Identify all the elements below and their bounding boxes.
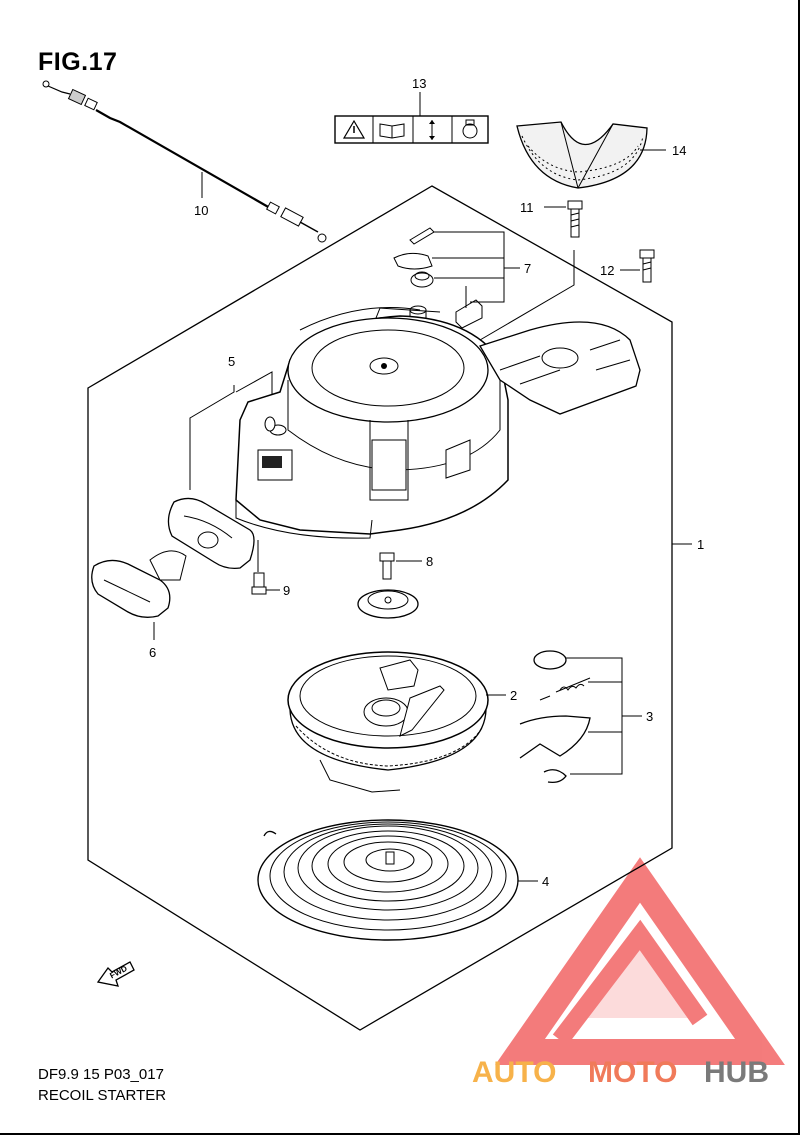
part-13-label-plate	[334, 115, 489, 144]
callout-13: 13	[412, 76, 426, 91]
watermark-text-hub: HUB	[704, 1056, 769, 1089]
callout-6: 6	[149, 645, 156, 660]
figure-name: RECOIL STARTER	[38, 1087, 167, 1104]
part-10-cable	[42, 80, 327, 243]
fwd-arrow-icon: FWD	[96, 961, 135, 987]
callout-1: 1	[697, 537, 704, 552]
watermark-logo	[495, 857, 785, 1065]
part-9-bolt	[251, 572, 267, 595]
figure-code: DF9.9 15 P03_017	[38, 1066, 164, 1083]
callout-7: 7	[524, 261, 531, 276]
callout-8: 8	[426, 554, 433, 569]
callout-12: 12	[600, 263, 614, 278]
part-14-segment-mat	[516, 121, 648, 189]
callout-14: 14	[672, 143, 686, 158]
callout-10: 10	[194, 203, 208, 218]
recoil-starter-housing	[235, 307, 509, 539]
assembly-outline	[87, 185, 673, 1031]
figure-title: FIG.17	[38, 48, 118, 76]
pulley-cap	[357, 589, 419, 619]
part-12-bolt	[639, 249, 655, 283]
bracket-5	[189, 385, 235, 490]
watermark-text-moto: MOTO	[588, 1056, 677, 1089]
part-11-bolt	[567, 200, 583, 238]
callout-4: 4	[542, 874, 549, 889]
part-2-reel	[287, 651, 489, 793]
callout-2: 2	[510, 688, 517, 703]
part-3-springs	[519, 650, 591, 784]
part-8-bolt	[379, 552, 395, 580]
part-6-handle	[91, 497, 255, 618]
callout-5: 5	[228, 354, 235, 369]
housing-cover-plate	[479, 321, 641, 415]
watermark-text: AUTO MOTO HUB	[472, 1056, 769, 1089]
callout-9: 9	[283, 583, 290, 598]
callout-11: 11	[520, 200, 534, 215]
callout-3: 3	[646, 709, 653, 724]
part-4-spiral-spring	[257, 819, 519, 941]
part-7-hardware	[393, 227, 483, 329]
watermark-text-auto: AUTO	[472, 1056, 556, 1089]
